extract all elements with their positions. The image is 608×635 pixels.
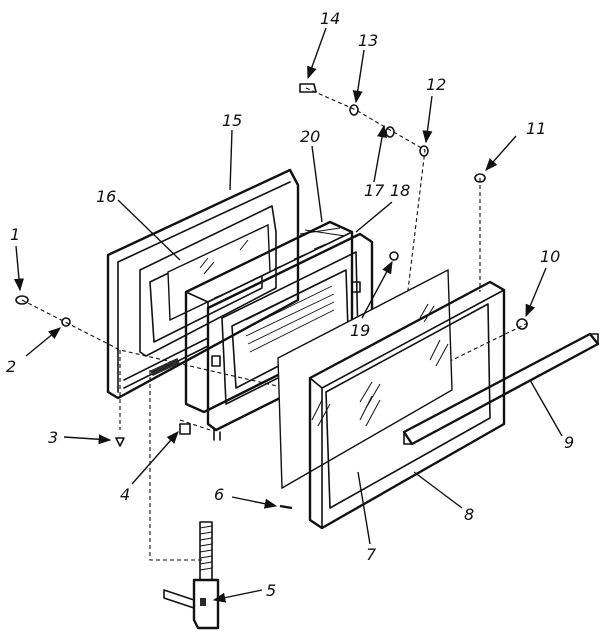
callout-3: 3	[48, 428, 58, 447]
callout-17: 17	[364, 181, 385, 200]
main-door-glass	[277, 268, 453, 490]
callout-11: 11	[526, 119, 546, 138]
inner-glass	[167, 223, 271, 322]
assembly-lines	[21, 87, 531, 561]
callout-16: 16	[96, 187, 116, 206]
callout-14: 14	[320, 9, 340, 28]
callout-18: 18	[390, 181, 410, 200]
callout-20: 20	[300, 127, 320, 146]
inner-door-panel	[106, 168, 300, 400]
callout-2: 2	[6, 357, 16, 376]
door-handle	[402, 332, 600, 446]
callout-10: 10	[540, 247, 560, 266]
callout-1: 1	[10, 225, 20, 244]
callout-labels: 1 2 3 4 5 6 7 8 9 10 11 12 13 14 15 16 1…	[6, 9, 574, 600]
callout-7: 7	[366, 545, 377, 564]
callout-19: 19	[350, 321, 370, 340]
callout-12: 12	[426, 75, 446, 94]
leader-lines	[13, 27, 563, 603]
callout-15: 15	[222, 111, 242, 130]
callout-6: 6	[214, 485, 224, 504]
outer-door-frame	[308, 280, 506, 530]
callout-8: 8	[464, 505, 474, 524]
door-hinge	[163, 521, 220, 630]
callout-4: 4	[120, 485, 130, 504]
callout-9: 9	[564, 433, 574, 452]
hardware	[15, 83, 528, 510]
callout-5: 5	[266, 581, 276, 600]
callout-13: 13	[358, 31, 378, 50]
